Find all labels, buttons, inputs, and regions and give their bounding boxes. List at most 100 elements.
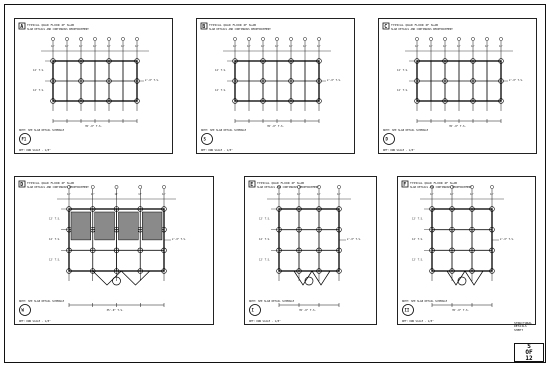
dim-total: 35'-0" T.S. [299, 308, 316, 312]
grid-bubble [121, 37, 125, 41]
panel-title: TYPICAL QUAD FLOOR 2F SLAB [209, 23, 256, 27]
column-symbol [469, 206, 475, 212]
panel-subtitle: SLAB DETAILS AND CONTINUOUS REINFORCEMEN… [257, 185, 319, 189]
dim-label: 12' [337, 193, 341, 196]
grid-bubble [79, 37, 83, 41]
dim-label: 2'-0" T.S. [347, 238, 361, 241]
column-symbol [161, 268, 167, 274]
dim-label: 12' [443, 45, 447, 48]
panel-subtitle: SLAB DETAILS AND CONTINUOUS REINFORCEMEN… [410, 185, 472, 189]
panel-scale: REF: DWN SCALE - 1/8" [19, 319, 51, 323]
column-symbol [232, 98, 238, 104]
column-symbol [498, 58, 504, 64]
column-symbol [137, 268, 143, 274]
column-symbol [161, 247, 167, 254]
hatched-bay [70, 211, 91, 241]
detail-marker [457, 276, 467, 286]
column-symbol [113, 268, 120, 274]
dim-label: 12' [277, 193, 281, 196]
dim-label: 12' [51, 45, 55, 48]
column-symbol [134, 98, 140, 104]
brace-line [121, 270, 150, 286]
column-symbol [106, 98, 112, 104]
column-symbol [276, 268, 282, 274]
grid-bubble [443, 37, 447, 41]
brace-line [446, 270, 466, 286]
panel-scale: REF: DWN SCALE - 1/8" [201, 148, 233, 152]
hatched-bay [94, 211, 115, 241]
grid-bubble [429, 37, 433, 41]
dim-label: 12' [275, 45, 279, 48]
dim-label: 12' [65, 45, 69, 48]
panel-title: TYPICAL QUAD FLOOR 2F SLAB [391, 23, 438, 27]
column-symbol [316, 268, 322, 274]
column-symbol [498, 98, 504, 104]
dim-label: 12' [303, 45, 307, 48]
grid-bubble [337, 185, 341, 189]
column-symbol [296, 247, 302, 254]
grid-bubble [303, 37, 307, 41]
sheet-label: S [527, 343, 531, 350]
column-symbol [449, 247, 455, 254]
panel-subtitle: SLAB DETAILS AND CONTINUOUS REINFORCEMEN… [209, 27, 271, 31]
dim-label: 12' [115, 193, 119, 196]
dim-label: 12' [470, 193, 474, 196]
column-symbol [288, 98, 294, 104]
dim-label: 12' [297, 193, 301, 196]
panel-letter: B [202, 24, 205, 30]
section-circle [402, 304, 414, 316]
column-symbol [469, 226, 475, 233]
column-symbol [137, 247, 143, 254]
grid-bubble [490, 185, 494, 189]
dim-label: 12' T.S. [412, 238, 424, 241]
dim-total: 35'-0" T.S. [449, 124, 466, 128]
sheet-of-label: OF [525, 349, 533, 356]
grid-bubble [485, 37, 489, 41]
dim-label: 12' T.S. [215, 89, 227, 92]
section-circle [249, 304, 261, 316]
dim-label: 2'-0" T.S. [509, 79, 523, 82]
column-symbol [316, 58, 322, 64]
panel-letter-box [401, 180, 409, 188]
dim-label: 12' T.S. [33, 89, 45, 92]
hatched-bay [118, 211, 139, 241]
column-symbol [449, 268, 455, 274]
section-circle [19, 133, 31, 145]
section-circle [201, 133, 213, 145]
dim-label: 12' [429, 45, 433, 48]
slab-outline [278, 208, 340, 272]
grid-bubble [275, 37, 279, 41]
column-symbol [288, 58, 294, 64]
detail-marker [304, 276, 314, 286]
grid-bubble [233, 37, 237, 41]
column-symbol [316, 98, 322, 104]
column-symbol [161, 206, 167, 212]
section-circle-label: I [252, 308, 255, 313]
section-circle-label: F1 [22, 137, 27, 142]
dim-label: 12' [471, 45, 475, 48]
grid-bubble [138, 185, 143, 189]
panel-letter-box [382, 22, 390, 30]
column-symbol [296, 268, 302, 274]
brace-line [293, 270, 313, 286]
panel-note: NOTE: SEE SLAB DETAIL SCHEDULE [19, 299, 65, 303]
panel-letter-box [248, 180, 256, 188]
column-symbol [90, 268, 96, 274]
panel-subtitle: SLAB DETAILS AND CONTINUOUS REINFORCEMEN… [27, 185, 89, 189]
column-symbol [113, 247, 120, 254]
panel-note: NOTE: SEE SLAB DETAIL SCHEDULE [19, 128, 65, 132]
panel-letter: D [20, 182, 23, 188]
dim-label: 2'-0" T.S. [145, 79, 159, 82]
dim-label: 12' [289, 45, 293, 48]
panel-note: NOTE: SEE SLAB DETAIL SCHEDULE [402, 299, 448, 303]
dim-label: 12' T.S. [49, 238, 61, 241]
dim-label: 12' [490, 193, 494, 196]
column-symbol [260, 78, 266, 84]
dim-label: 12' [107, 45, 111, 48]
